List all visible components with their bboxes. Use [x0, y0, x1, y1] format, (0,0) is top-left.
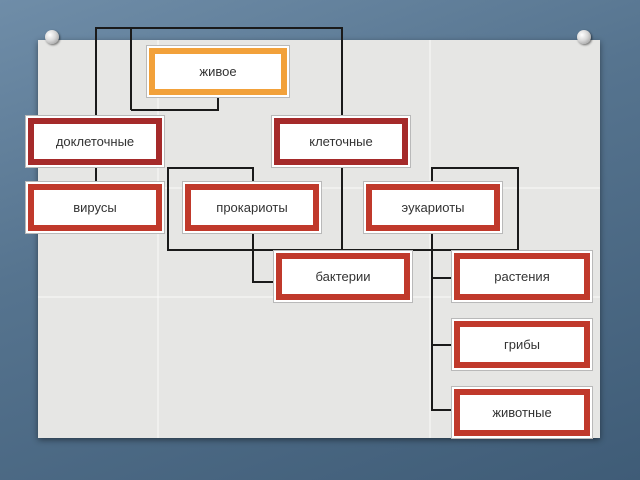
pin-top-right [577, 30, 591, 44]
node-viruses-label: вирусы [73, 200, 117, 215]
node-eukaryotes-label: эукариоты [401, 200, 465, 215]
node-plants: растения [454, 253, 590, 300]
node-fungi-label: грибы [503, 337, 541, 352]
node-alive-label: живое [199, 64, 237, 79]
node-precellular-label: доклеточные [55, 134, 135, 149]
node-animals-label: животные [492, 405, 552, 420]
node-animals: животные [454, 389, 590, 436]
node-cellular: клеточные [274, 118, 408, 165]
node-precellular: доклеточные [28, 118, 162, 165]
node-eukaryotes: эукариоты [366, 184, 500, 231]
node-fungi: грибы [454, 321, 590, 368]
node-bacteria: бактерии [276, 253, 410, 300]
node-prokaryotes: прокариоты [185, 184, 319, 231]
node-bacteria-label: бактерии [315, 269, 371, 284]
node-prokaryotes-label: прокариоты [216, 200, 288, 215]
pin-top-left [45, 30, 59, 44]
node-viruses: вирусы [28, 184, 162, 231]
node-plants-label: растения [494, 269, 550, 284]
node-cellular-label: клеточные [309, 134, 373, 149]
node-alive: живое [149, 48, 287, 95]
